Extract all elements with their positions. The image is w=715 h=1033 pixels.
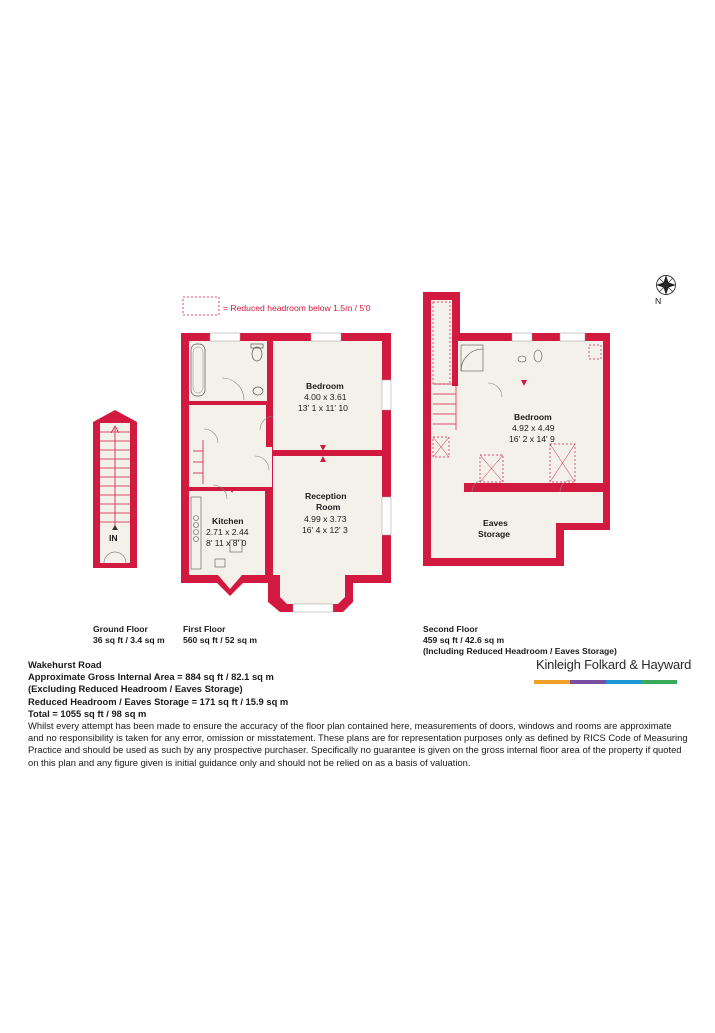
compass-rose-icon — [656, 275, 676, 295]
brand-bar-blue — [605, 680, 642, 684]
room-bedroom-1 — [273, 341, 382, 450]
brand-bar-purple — [569, 680, 606, 684]
eaves-name-2: Storage — [478, 529, 510, 539]
eaves-name-1: Eaves — [483, 518, 508, 528]
reduced-headroom-area: Reduced Headroom / Eaves Storage = 171 s… — [28, 695, 289, 707]
gross-internal-area: Approximate Gross Internal Area = 884 sq… — [28, 671, 274, 683]
bedroom-1-metric: 4.00 x 3.61 — [304, 392, 347, 402]
ground-floor-plan: IN — [93, 410, 137, 568]
ground-floor-area: 36 sq ft / 3.4 sq m — [93, 635, 165, 645]
second-floor-note: (Including Reduced Headroom / Eaves Stor… — [423, 646, 617, 656]
bedroom-1-name: Bedroom — [306, 381, 344, 391]
second-floor-caption: Second Floor 459 sq ft / 42.6 sq m (Incl… — [423, 624, 617, 657]
room-ensuite — [458, 341, 544, 379]
first-floor-caption: First Floor 560 sq ft / 52 sq m — [183, 624, 257, 646]
room-reception — [273, 456, 382, 575]
area-summary: Wakehurst Road Approximate Gross Interna… — [28, 659, 688, 769]
first-floor-area: 560 sq ft / 52 sq m — [183, 635, 258, 645]
brand-color-bar — [534, 680, 677, 684]
brand-bar-green — [641, 680, 677, 684]
reduced-headroom-swatch — [182, 296, 220, 316]
legend-text: = Reduced headroom below 1.5m / 5'0 — [223, 303, 371, 313]
first-floor-plan — [181, 332, 392, 613]
bedroom-2-name: Bedroom — [514, 412, 552, 422]
first-floor-name: First Floor — [183, 624, 226, 634]
reception-name-2: Room — [316, 502, 341, 512]
room-kitchen — [189, 491, 265, 575]
entrance-label: IN — [109, 533, 118, 543]
second-floor-area: 459 sq ft / 42.6 sq m — [423, 635, 505, 645]
bedroom-2-metric: 4.92 x 4.49 — [512, 423, 555, 433]
room-hallway — [189, 405, 266, 447]
room-eaves-storage — [431, 460, 603, 558]
reception-bay — [280, 575, 345, 604]
brand-logo: Kinleigh Folkard & Hayward — [536, 657, 692, 672]
room-loft-strip — [431, 300, 452, 386]
room-bedroom-2 — [431, 341, 603, 483]
address: Wakehurst Road — [28, 659, 102, 670]
disclaimer: Whilst every attempt has been made to en… — [28, 720, 688, 768]
reception-metric: 4.99 x 3.73 — [304, 514, 347, 524]
bedroom-1-imperial: 13' 1 x 11' 10 — [298, 403, 348, 413]
ground-floor-name: Ground Floor — [93, 624, 148, 634]
reception-name-1: Reception — [305, 491, 347, 501]
excluding-note: (Excluding Reduced Headroom / Eaves Stor… — [28, 683, 243, 695]
brand-bar-orange — [534, 680, 570, 684]
ground-floor-caption: Ground Floor 36 sq ft / 3.4 sq m — [93, 624, 165, 646]
compass-label: N — [655, 296, 661, 306]
kitchen-bay — [218, 575, 242, 589]
kitchen-metric: 2.71 x 2.44 — [206, 527, 249, 537]
room-landing — [189, 447, 272, 487]
second-floor-plan — [423, 292, 610, 566]
kitchen-name: Kitchen — [212, 516, 244, 526]
bedroom-2-imperial: 16' 2 x 14' 9 — [509, 434, 555, 444]
total-area: Total = 1055 sq ft / 98 sq m — [28, 707, 147, 719]
reception-imperial: 16' 4 x 12' 3 — [302, 525, 348, 535]
second-floor-name: Second Floor — [423, 624, 478, 634]
kitchen-imperial: 8' 11 x 8' 0 — [206, 538, 247, 548]
